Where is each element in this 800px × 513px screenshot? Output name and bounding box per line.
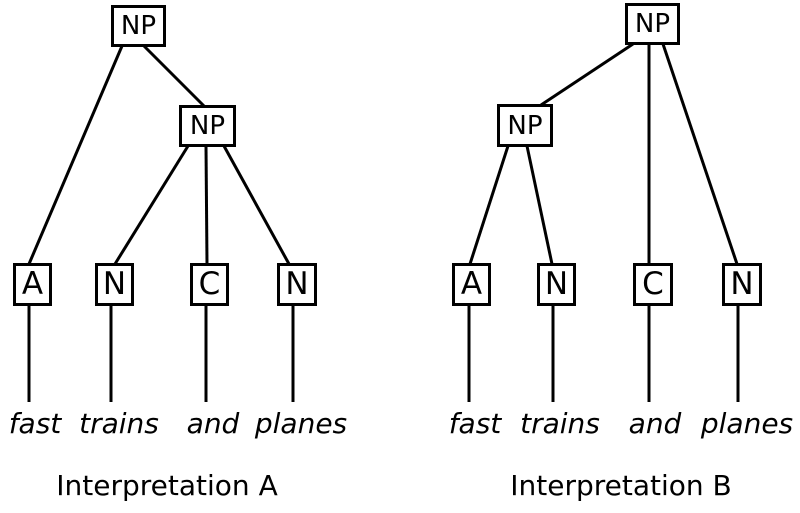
tree-a-leaf-n1-label: N	[102, 266, 127, 302]
tree-a-caption: Interpretation A	[56, 469, 278, 502]
tree-a-leaf-a-label: A	[21, 266, 44, 302]
tree-b-leaf-n2-label: N	[730, 266, 754, 302]
tree-a-leaf-n2-node: N	[277, 263, 317, 306]
tree-a-inner-np-node: NP	[179, 105, 236, 147]
tree-b-leaf-a-label: A	[460, 266, 483, 302]
tree-b-leaf-n2-node: N	[722, 263, 762, 306]
tree-a-word-trains: trains	[79, 407, 159, 440]
edge-rootB-to-innerNP	[540, 42, 634, 107]
tree-b-inner-np-node: NP	[497, 104, 553, 147]
tree-a-root-np-label: NP	[120, 11, 157, 41]
tree-b-caption: Interpretation B	[510, 469, 732, 502]
tree-a-edges	[27, 44, 295, 402]
tree-b-leaf-n1-label: N	[544, 266, 569, 302]
tree-b-leaf-c-label: C	[642, 266, 664, 302]
tree-b-word-and: and	[628, 407, 682, 440]
tree-a-root-np-node: NP	[111, 5, 166, 47]
tree-b-word-trains: trains	[520, 407, 600, 440]
tree-b-root-np-node: NP	[625, 3, 680, 45]
tree-a-leaf-c-label: C	[198, 266, 221, 302]
tree-a-leaf-c-node: C	[190, 263, 229, 306]
edge-rootA-to-A	[27, 45, 124, 265]
tree-a-word-fast: fast	[8, 407, 62, 440]
tree-a-leaf-n1-node: N	[95, 263, 134, 306]
tree-a-word-planes: planes	[254, 407, 348, 440]
tree-b-leaf-n1-node: N	[537, 263, 576, 306]
edge-rootB-to-N2	[661, 43, 739, 265]
tree-b-leaf-a-node: A	[452, 263, 491, 306]
edge-rootA-to-innerNP	[142, 44, 206, 108]
edge-innerB-to-N1	[525, 145, 554, 265]
tree-a-inner-np-label: NP	[189, 111, 226, 141]
edge-innerA-to-C	[204, 145, 209, 265]
tree-b-inner-np-label: NP	[507, 110, 543, 141]
tree-a-leaf-n2-label: N	[285, 266, 309, 302]
edge-innerB-to-A	[468, 145, 510, 265]
edge-innerA-to-N2	[222, 145, 291, 265]
tree-b-word-fast: fast	[448, 407, 502, 440]
tree-b-word-planes: planes	[700, 407, 794, 440]
tree-b-edges	[467, 42, 740, 402]
tree-a-word-and: and	[186, 407, 240, 440]
tree-b-root-np-label: NP	[634, 9, 671, 39]
edge-innerA-to-N1	[113, 145, 190, 265]
tree-a-leaf-a-node: A	[13, 263, 52, 306]
tree-b-leaf-c-node: C	[633, 263, 673, 306]
